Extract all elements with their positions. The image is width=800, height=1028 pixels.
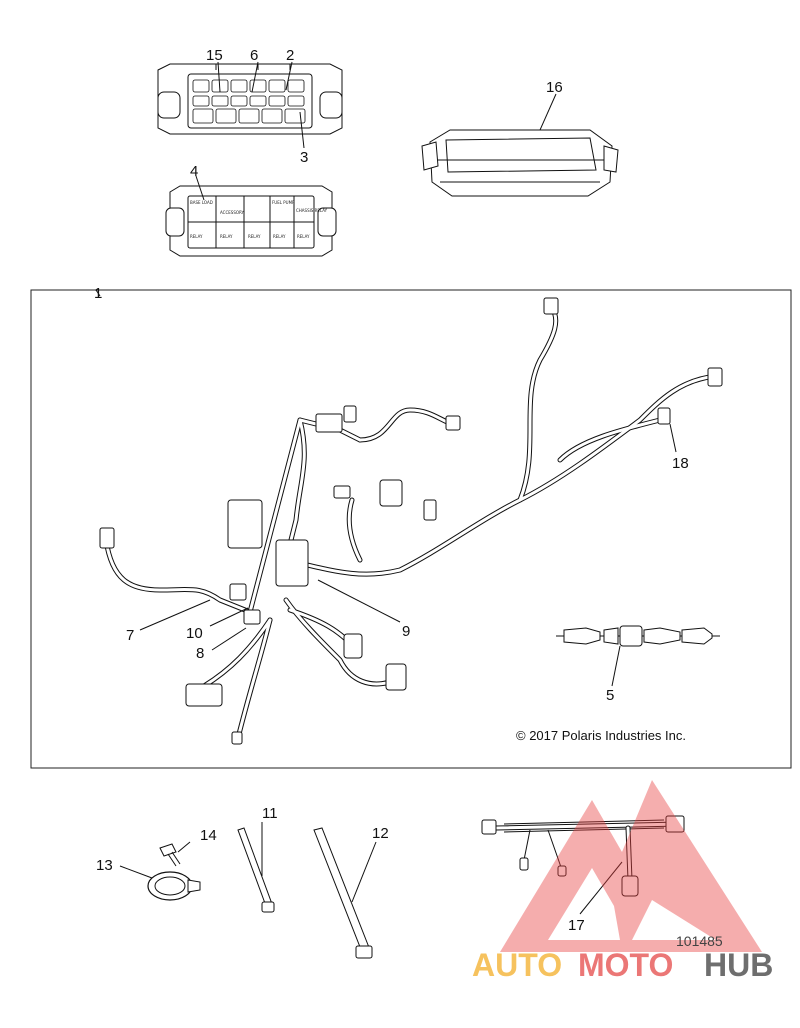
callout-7: 7	[126, 627, 134, 644]
callout-17: 17	[568, 917, 585, 934]
callout-18: 18	[672, 455, 689, 472]
callout-13: 13	[96, 857, 113, 874]
cable-tie-11	[237, 827, 275, 913]
watermark-hub: HUB	[704, 947, 773, 983]
callout-16: 16	[546, 79, 563, 96]
watermark: 101485 AUTO MOTO HUB	[472, 780, 773, 983]
callout-15: 15	[206, 47, 223, 64]
leader-lines	[95, 61, 677, 915]
callout-10: 10	[186, 625, 203, 642]
cable-tie-12	[313, 827, 373, 959]
callout-8: 8	[196, 645, 204, 662]
fuse-label-fuel-pump: FUEL PUMP	[272, 200, 295, 205]
callout-6: 6	[250, 47, 258, 64]
fuse-label-chassis-relay: CHASSIS RELAY	[296, 208, 328, 213]
fuse-label-relay-5: RELAY	[297, 234, 310, 239]
fuse-block-top	[157, 63, 343, 135]
callout-labels: 15 6 2 3 4 16 1 18 7 10 8 9 5 11 12 14 1…	[94, 47, 689, 934]
clamp-13	[147, 871, 201, 901]
watermark-auto: AUTO	[472, 947, 562, 983]
copyright-notice: © 2017 Polaris Industries Inc.	[516, 728, 686, 743]
callout-2: 2	[286, 47, 294, 64]
fuse-label-relay-1: RELAY	[190, 234, 203, 239]
callout-3: 3	[300, 149, 308, 166]
watermark-code: 101485	[676, 933, 723, 949]
callout-4: 4	[190, 163, 198, 180]
screw-14	[159, 843, 181, 867]
fuse-box-cover	[421, 129, 619, 197]
callout-1: 1	[94, 285, 102, 302]
callout-9: 9	[402, 623, 410, 640]
fuse-label-relay-2: RELAY	[220, 234, 233, 239]
callout-12: 12	[372, 825, 389, 842]
main-harness	[99, 297, 723, 745]
harness-frame	[30, 289, 792, 769]
callout-14: 14	[200, 827, 217, 844]
watermark-triangle-icon	[500, 780, 762, 952]
sub-harness-17	[481, 815, 685, 897]
fuse-label-base-load: BASE LOAD	[190, 200, 213, 205]
callout-11: 11	[262, 805, 278, 822]
fuse-label-relay-4: RELAY	[273, 234, 286, 239]
fuse-block-4: BASE LOAD ACCESSORY FUEL PUMP CHASSIS RE…	[165, 185, 337, 257]
fuse-label-accessory: ACCESSORY	[220, 210, 245, 215]
fuse-label-relay-3: RELAY	[248, 234, 261, 239]
jumper-harness-5	[556, 625, 720, 647]
watermark-moto: MOTO	[578, 947, 673, 983]
callout-5: 5	[606, 687, 614, 704]
